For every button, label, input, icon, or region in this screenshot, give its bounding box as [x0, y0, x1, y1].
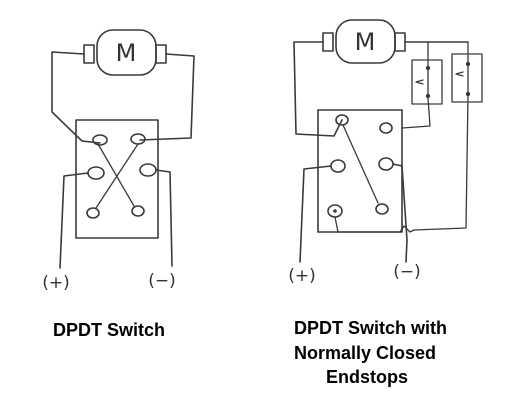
right-dpdt-diagram: M: [288, 19, 483, 286]
right-negative-label: (−): [393, 262, 421, 282]
left-cross-wire-b: [95, 143, 139, 209]
right-terminal-bot-left-dot: [333, 209, 337, 213]
right-terminal-top-left: [335, 114, 349, 126]
right-motor-lead-left: [293, 41, 343, 137]
right-terminal-top-right: [379, 122, 393, 134]
endstop-switch-1: [411, 59, 443, 105]
left-motor-lead-right: [139, 53, 195, 141]
right-terminal-mid-left: [330, 159, 346, 173]
right-motor-label: M: [355, 28, 376, 56]
right-bottom-jumper: [334, 216, 415, 233]
left-terminal-bot-left: [86, 207, 100, 219]
left-negative-lead: [155, 169, 173, 267]
left-negative-label: (−): [148, 271, 176, 291]
endstop-2-lead-bottom: [413, 95, 469, 231]
left-motor: M: [83, 29, 167, 76]
right-motor: M: [322, 19, 406, 64]
left-terminal-top-right: [130, 133, 146, 145]
left-caption: DPDT Switch: [53, 320, 166, 340]
right-diagonal-wire: [342, 124, 379, 204]
left-motor-left-cap: [83, 44, 95, 64]
right-motor-left-cap: [322, 32, 334, 52]
right-caption-line-1: DPDT Switch with: [294, 318, 447, 338]
right-negative-lead: [392, 163, 408, 263]
endstop-1-actuator-arrow: [415, 79, 424, 85]
endstop-2-actuator-arrow: [455, 71, 464, 77]
left-motor-lead-left: [51, 51, 101, 144]
left-cross-wire-a: [97, 143, 135, 207]
right-positive-lead: [299, 165, 332, 263]
left-terminal-mid-left: [87, 166, 105, 180]
endstop-switch-2: [451, 53, 483, 103]
right-caption-line-2: Normally Closed: [294, 343, 437, 363]
left-positive-lead: [59, 172, 89, 269]
left-motor-label: M: [116, 39, 137, 67]
right-caption-line-3: Endstops: [326, 367, 409, 387]
left-terminal-top-left: [92, 134, 108, 146]
left-dpdt-diagram: M (+) (−): [42, 29, 195, 293]
left-switch-body: [75, 119, 159, 239]
right-positive-label: (+): [288, 266, 316, 286]
right-motor-right-cap: [394, 32, 406, 52]
endstop-1-lead-bottom: [401, 97, 431, 129]
left-terminal-bot-right: [131, 205, 145, 217]
left-motor-right-cap: [155, 44, 167, 64]
right-terminal-mid-right: [378, 157, 394, 171]
right-switch-body: [317, 109, 403, 233]
left-positive-label: (+): [42, 273, 70, 293]
right-terminal-bot-right: [375, 203, 389, 215]
left-terminal-mid-right: [139, 163, 157, 177]
endstop-2-body: [451, 53, 483, 103]
endstop-1-body: [411, 59, 443, 105]
